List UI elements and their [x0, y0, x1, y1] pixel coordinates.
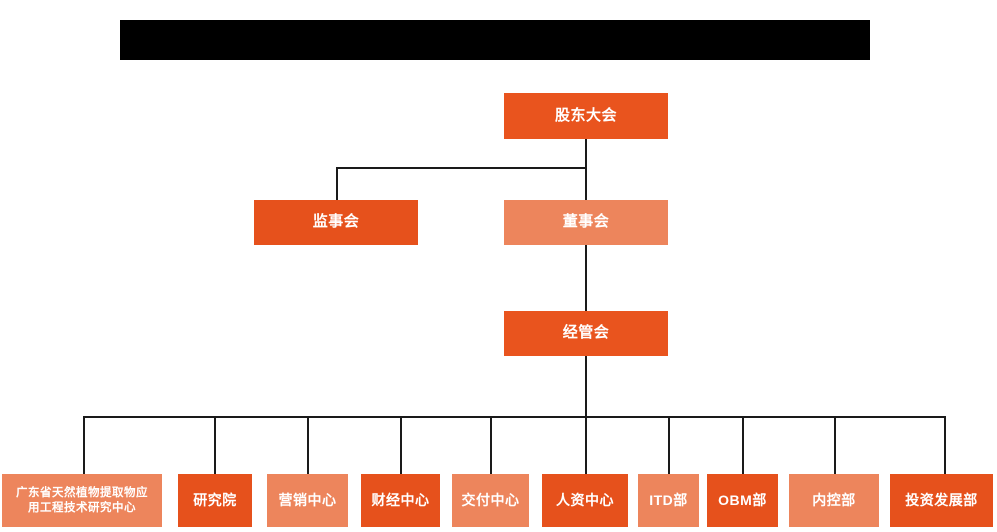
node-department-label: ITD部 [649, 491, 688, 508]
node-department-itd[interactable]: ITD部 [638, 474, 699, 527]
node-department-internal-control[interactable]: 内控部 [789, 474, 879, 527]
connector-bus-to-directors [585, 167, 587, 200]
connector-directors-to-management [585, 245, 587, 311]
node-department-label: 人资中心 [556, 491, 614, 508]
node-department-label: 交付中心 [461, 491, 520, 508]
node-board-of-supervisors-label: 监事会 [312, 213, 360, 231]
node-management-committee[interactable]: 经管会 [504, 311, 668, 356]
connector-dept-leg-9 [834, 416, 836, 474]
connector-dept-leg-2 [214, 416, 216, 474]
connector-management-to-dept-bus [585, 356, 587, 417]
node-department-finance-center[interactable]: 财经中心 [361, 474, 440, 527]
connector-dept-leg-4 [400, 416, 402, 474]
node-department-label: 研究院 [193, 491, 237, 508]
connector-dept-leg-10 [944, 416, 946, 474]
node-department-investment-development[interactable]: 投资发展部 [890, 474, 993, 527]
node-management-committee-label: 经管会 [562, 324, 610, 342]
connector-dept-leg-6 [585, 416, 587, 474]
node-department-delivery-center[interactable]: 交付中心 [452, 474, 529, 527]
connector-dept-leg-3 [307, 416, 309, 474]
node-department-label: OBM部 [718, 491, 767, 508]
node-department-institute[interactable]: 研究院 [178, 474, 252, 527]
node-board-of-directors-label: 董事会 [562, 213, 610, 231]
connector-level2-bus [336, 167, 587, 169]
node-department-label: 投资发展部 [905, 491, 978, 508]
node-department-label: 广东省天然植物提取物应 用工程技术研究中心 [16, 487, 148, 514]
connector-dept-leg-8 [742, 416, 744, 474]
connector-shareholders-to-bus [585, 139, 587, 169]
node-department-label: 财经中心 [371, 491, 430, 508]
node-department-obm[interactable]: OBM部 [707, 474, 778, 527]
connector-bus-to-supervisors [336, 167, 338, 200]
connector-dept-leg-5 [490, 416, 492, 474]
node-department-label: 内控部 [812, 491, 856, 508]
connector-dept-leg-1 [83, 416, 85, 474]
node-board-of-directors[interactable]: 董事会 [504, 200, 668, 245]
node-department-label: 营销中心 [278, 491, 337, 508]
node-shareholders-meeting[interactable]: 股东大会 [504, 93, 668, 139]
node-department-research-center[interactable]: 广东省天然植物提取物应 用工程技术研究中心 [2, 474, 162, 527]
node-board-of-supervisors[interactable]: 监事会 [254, 200, 418, 245]
connector-department-bus [83, 416, 945, 418]
node-shareholders-meeting-label: 股东大会 [554, 106, 617, 124]
connector-dept-leg-7 [668, 416, 670, 474]
redacted-title-bar [120, 20, 870, 60]
node-department-hr-center[interactable]: 人资中心 [542, 474, 628, 527]
node-department-marketing-center[interactable]: 营销中心 [267, 474, 348, 527]
